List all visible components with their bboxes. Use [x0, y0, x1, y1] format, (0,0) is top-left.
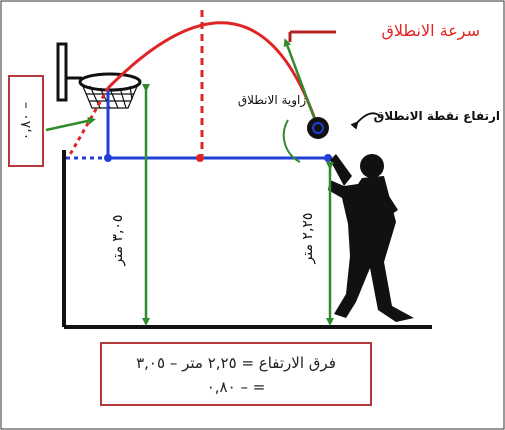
height-difference-value: ٠,٨٠ – [18, 101, 34, 141]
release-point-height-label: ٢,٢٥ متر [300, 213, 316, 265]
angle-arc [282, 119, 301, 163]
trajectory-arc [106, 21, 320, 129]
launch-speed-label: سرعة الانطلاق [381, 21, 480, 41]
difference-arrow [45, 116, 96, 132]
release-height-label: ارتفاع نقطة الانطلاق [374, 109, 500, 123]
ball [307, 117, 329, 139]
hoop-net [81, 83, 139, 109]
height-difference-box: ٠,٨٠ – [8, 75, 44, 167]
speed-pointer [288, 30, 336, 42]
trajectory-dotted-tail [66, 87, 110, 159]
player-silhouette [328, 154, 414, 322]
formula-box: فرق الارتفاع = ٢,٢٥ متر – ٣,٠٥ = – ٠,٨٠ [100, 342, 372, 406]
ball-marker [312, 122, 324, 134]
backboard [56, 42, 68, 102]
formula-line-1: فرق الارتفاع = ٢,٢٥ متر – ٣,٠٥ [136, 354, 336, 372]
launch-angle-label: زاوية الانطلاق [238, 93, 307, 108]
hoop-base-point [104, 154, 112, 162]
formula-line-2: = – ٠,٨٠ [206, 378, 266, 396]
hoop-height-label: ٣,٠٥ متر [110, 215, 126, 267]
release-pointer [350, 112, 381, 130]
velocity-arrow [283, 38, 320, 129]
